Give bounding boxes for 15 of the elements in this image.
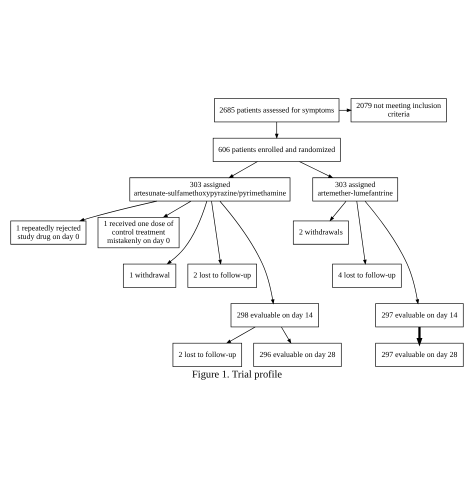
arrow [364,200,420,304]
arrow [281,326,292,344]
caption: Figure 1. Trial profile [192,368,282,380]
arrow [166,200,208,264]
arrow [226,326,256,344]
arrow [162,200,192,218]
arrow [79,200,158,221]
arrow [274,121,279,138]
arrow [356,200,367,264]
arrow [211,200,222,264]
arrow [329,200,346,221]
arrow [220,200,274,304]
arrow [299,160,334,178]
arrow [228,160,258,178]
arrow [416,326,422,346]
